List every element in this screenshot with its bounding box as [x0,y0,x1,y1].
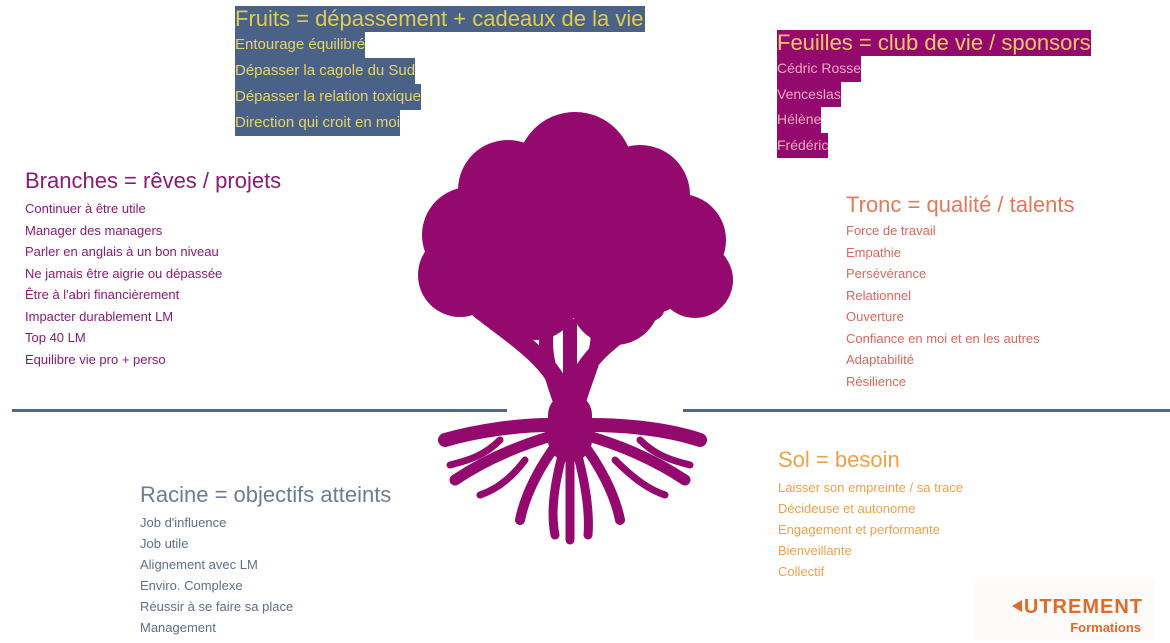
fruits-item: Dépasser la cagole du Sud [235,58,416,84]
racine-title: Racine = objectifs atteints [140,482,392,507]
branches-item: Ne jamais être aigrie ou dépassée [25,265,223,281]
fruits-title: Fruits = dépassement + cadeaux de la vie [235,6,646,32]
sol-item: Laisser son empreinte / sa trace [778,480,963,495]
racine-item: Management [140,620,216,635]
racine-item: Réussir à se faire sa place [140,599,294,614]
branches-item: Être à l'abri financièrement [25,287,180,302]
logo-brand-text: UTREMENT [1023,596,1143,618]
autrement-logo: UTREMENT Formations [975,578,1155,640]
tronc-section: Tronc = qualité / talents Force de trava… [846,192,1074,392]
branches-title: Branches = rêves / projets [25,168,282,193]
branches-item: Manager des managers [25,222,163,238]
feuilles-title: Feuilles = club de vie / sponsors [777,30,1091,56]
sol-item: Décideuse et autonome [778,501,916,516]
fruits-item: Entourage équilibré [235,32,366,58]
tronc-item: Ouverture [846,309,904,324]
sol-item: Collectif [778,564,825,579]
fruits-item: Direction qui croit en moi [235,110,401,136]
tree-roots [438,418,707,545]
tronc-item: Relationnel [846,287,912,303]
racine-item: Job d'influence [140,515,227,530]
feuilles-item: Cédric Rosse [777,56,862,82]
tronc-item: Persévérance [846,266,927,281]
feuilles-item: Hélène [777,107,822,133]
tree-canopy [418,112,733,345]
branches-item: Continuer à être utile [25,201,146,216]
branches-item: Parler en anglais à un bon niveau [25,244,219,259]
racine-section: Racine = objectifs atteints Job d'influe… [140,482,391,638]
ground-line-left [12,409,507,412]
ground-line-right [683,409,1170,412]
tronc-item: Adaptabilité [846,352,914,367]
branches-item: Impacter durablement LM [25,308,174,324]
tronc-item: Confiance en moi et en les autres [846,330,1040,346]
racine-item: Alignement avec LM [140,557,258,572]
tree-trunk [471,301,664,462]
tronc-item: Empathie [846,244,901,260]
racine-item: Job utile [140,536,189,551]
branches-section: Branches = rêves / projets Continuer à ê… [25,168,281,370]
branches-item: Equilibre vie pro + perso [25,351,166,367]
sol-title: Sol = besoin [778,447,900,472]
tronc-item: Résilience [846,373,906,389]
feuilles-item: Frédéric [777,132,829,158]
logo-subtitle: Formations [1070,620,1141,635]
feuilles-item: Venceslas [777,81,841,107]
sol-item: Engagement et performante [778,522,940,537]
fruits-item: Dépasser la relation toxique [235,84,421,110]
feuilles-section: Feuilles = club de vie / sponsors Cédric… [777,30,1091,158]
sol-section: Sol = besoin Laisser son empreinte / sa … [778,447,963,582]
fruits-section: Fruits = dépassement + cadeaux de la vie… [235,6,646,136]
tronc-title: Tronc = qualité / talents [846,192,1075,217]
branches-item: Top 40 LM [25,330,86,345]
racine-item: Enviro. Complexe [140,578,243,593]
logo-brand: UTREMENT [1011,596,1143,619]
sol-item: Bienveillante [778,543,852,558]
logo-arrow-icon [1011,600,1022,612]
tronc-item: Force de travail [846,223,936,238]
tree-illustration [418,112,733,545]
